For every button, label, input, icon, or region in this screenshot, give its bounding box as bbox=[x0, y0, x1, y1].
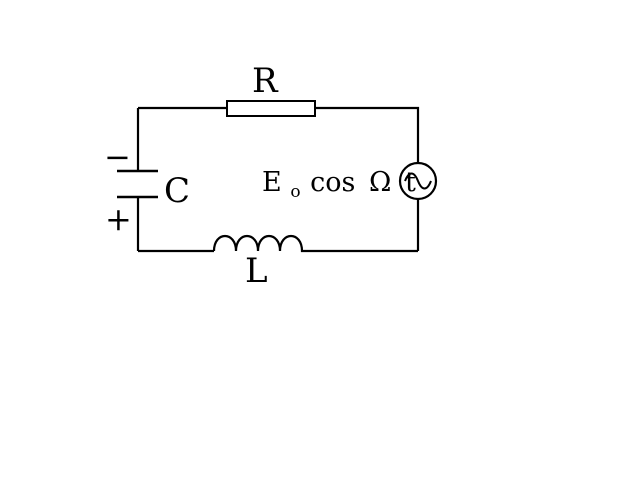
inductor-label: L bbox=[245, 251, 268, 291]
source-expression-omega: Ω bbox=[369, 167, 391, 198]
source-expression-E: E bbox=[262, 167, 282, 198]
capacitor-label: C bbox=[164, 171, 190, 211]
wire-top-right bbox=[315, 106, 420, 162]
ac-sine-source-icon bbox=[398, 161, 438, 201]
resistor bbox=[226, 100, 316, 117]
resistor-label: R bbox=[252, 61, 279, 101]
capacitor bbox=[117, 169, 158, 199]
inductor-coil bbox=[212, 234, 313, 253]
circuit-wires bbox=[136, 106, 420, 253]
source-expression-subscript: o bbox=[290, 182, 300, 202]
capacitor-positive-sign: + bbox=[105, 200, 132, 238]
source-expression-cos: cos bbox=[310, 167, 355, 198]
source-expression-t: t bbox=[405, 167, 416, 198]
source-expression: E o cos Ω t bbox=[262, 167, 416, 204]
capacitor-negative-sign: − bbox=[104, 138, 131, 176]
